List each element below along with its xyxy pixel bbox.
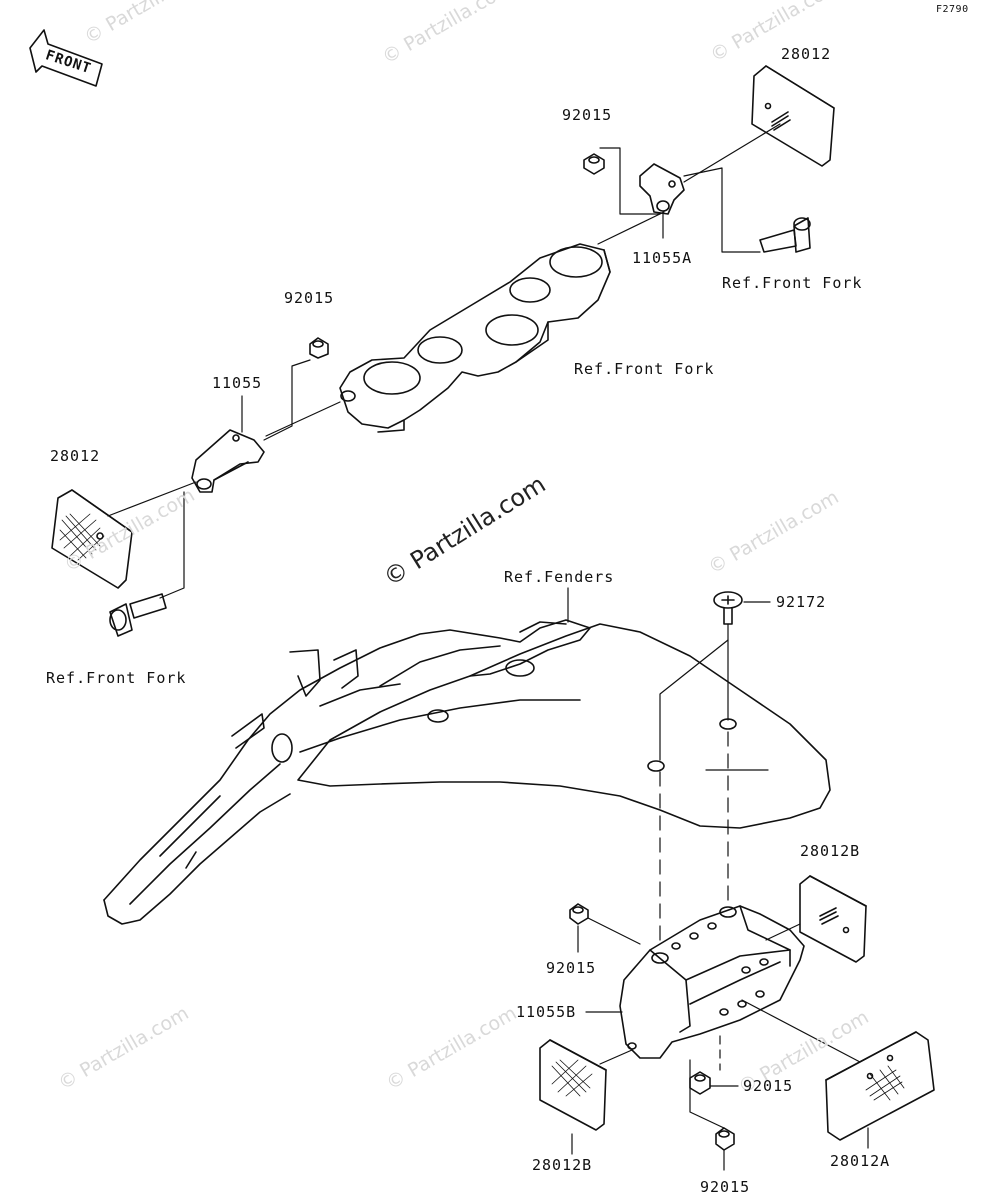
callout-ref-fenders: Ref.Fenders [504,568,615,586]
callout-92015-lower-left: 92015 [546,959,597,977]
bolt-top-right [759,217,811,253]
callout-92172: 92172 [776,593,827,611]
nut-92015-mid [309,337,329,359]
callout-92015-top: 92015 [562,106,613,124]
callout-11055b: 11055B [516,1003,577,1021]
callout-28012-left: 28012 [50,447,101,465]
top-bridge-part [339,243,611,433]
callout-ref-front-fork-3: Ref.Front Fork [46,669,187,687]
nut-92015-top [583,153,605,175]
screw-92172 [713,591,743,625]
callout-28012b-right: 28012B [800,842,861,860]
rear-fender-part [103,619,831,925]
callout-ref-front-fork-1: Ref.Front Fork [722,274,863,292]
nut-92015-bottom [715,1127,735,1151]
nut-92015-lower-mid [689,1071,711,1095]
callout-11055: 11055 [212,374,263,392]
callout-28012a: 28012A [830,1152,891,1170]
leader-lines-left [107,359,341,599]
reflector-28012b-bottom [539,1039,607,1131]
leader-lines-lower [571,917,869,1171]
reflector-28012b-right [799,875,867,963]
bracket-11055b [619,905,805,1059]
callout-92015-lower-mid: 92015 [743,1077,794,1095]
bracket-11055 [191,429,265,493]
figure-id: F2790 [936,4,969,15]
callout-92015-bottom: 92015 [700,1178,751,1196]
callout-28012b-bottom: 28012B [532,1156,593,1174]
front-arrow-icon [29,29,103,87]
bolt-left [109,593,167,637]
callout-ref-front-fork-2: Ref.Front Fork [574,360,715,378]
leader-lines-top [597,123,781,253]
reflector-28012a [825,1031,935,1141]
callout-11055a: 11055A [632,249,693,267]
nut-92015-lower-left [569,903,589,925]
bracket-11055a [639,163,685,215]
leader-lines-fender [567,587,771,941]
callout-28012-top: 28012 [781,45,832,63]
reflector-28012-top [751,65,835,167]
reflector-28012-left [51,489,133,589]
callout-92015-mid: 92015 [284,289,335,307]
